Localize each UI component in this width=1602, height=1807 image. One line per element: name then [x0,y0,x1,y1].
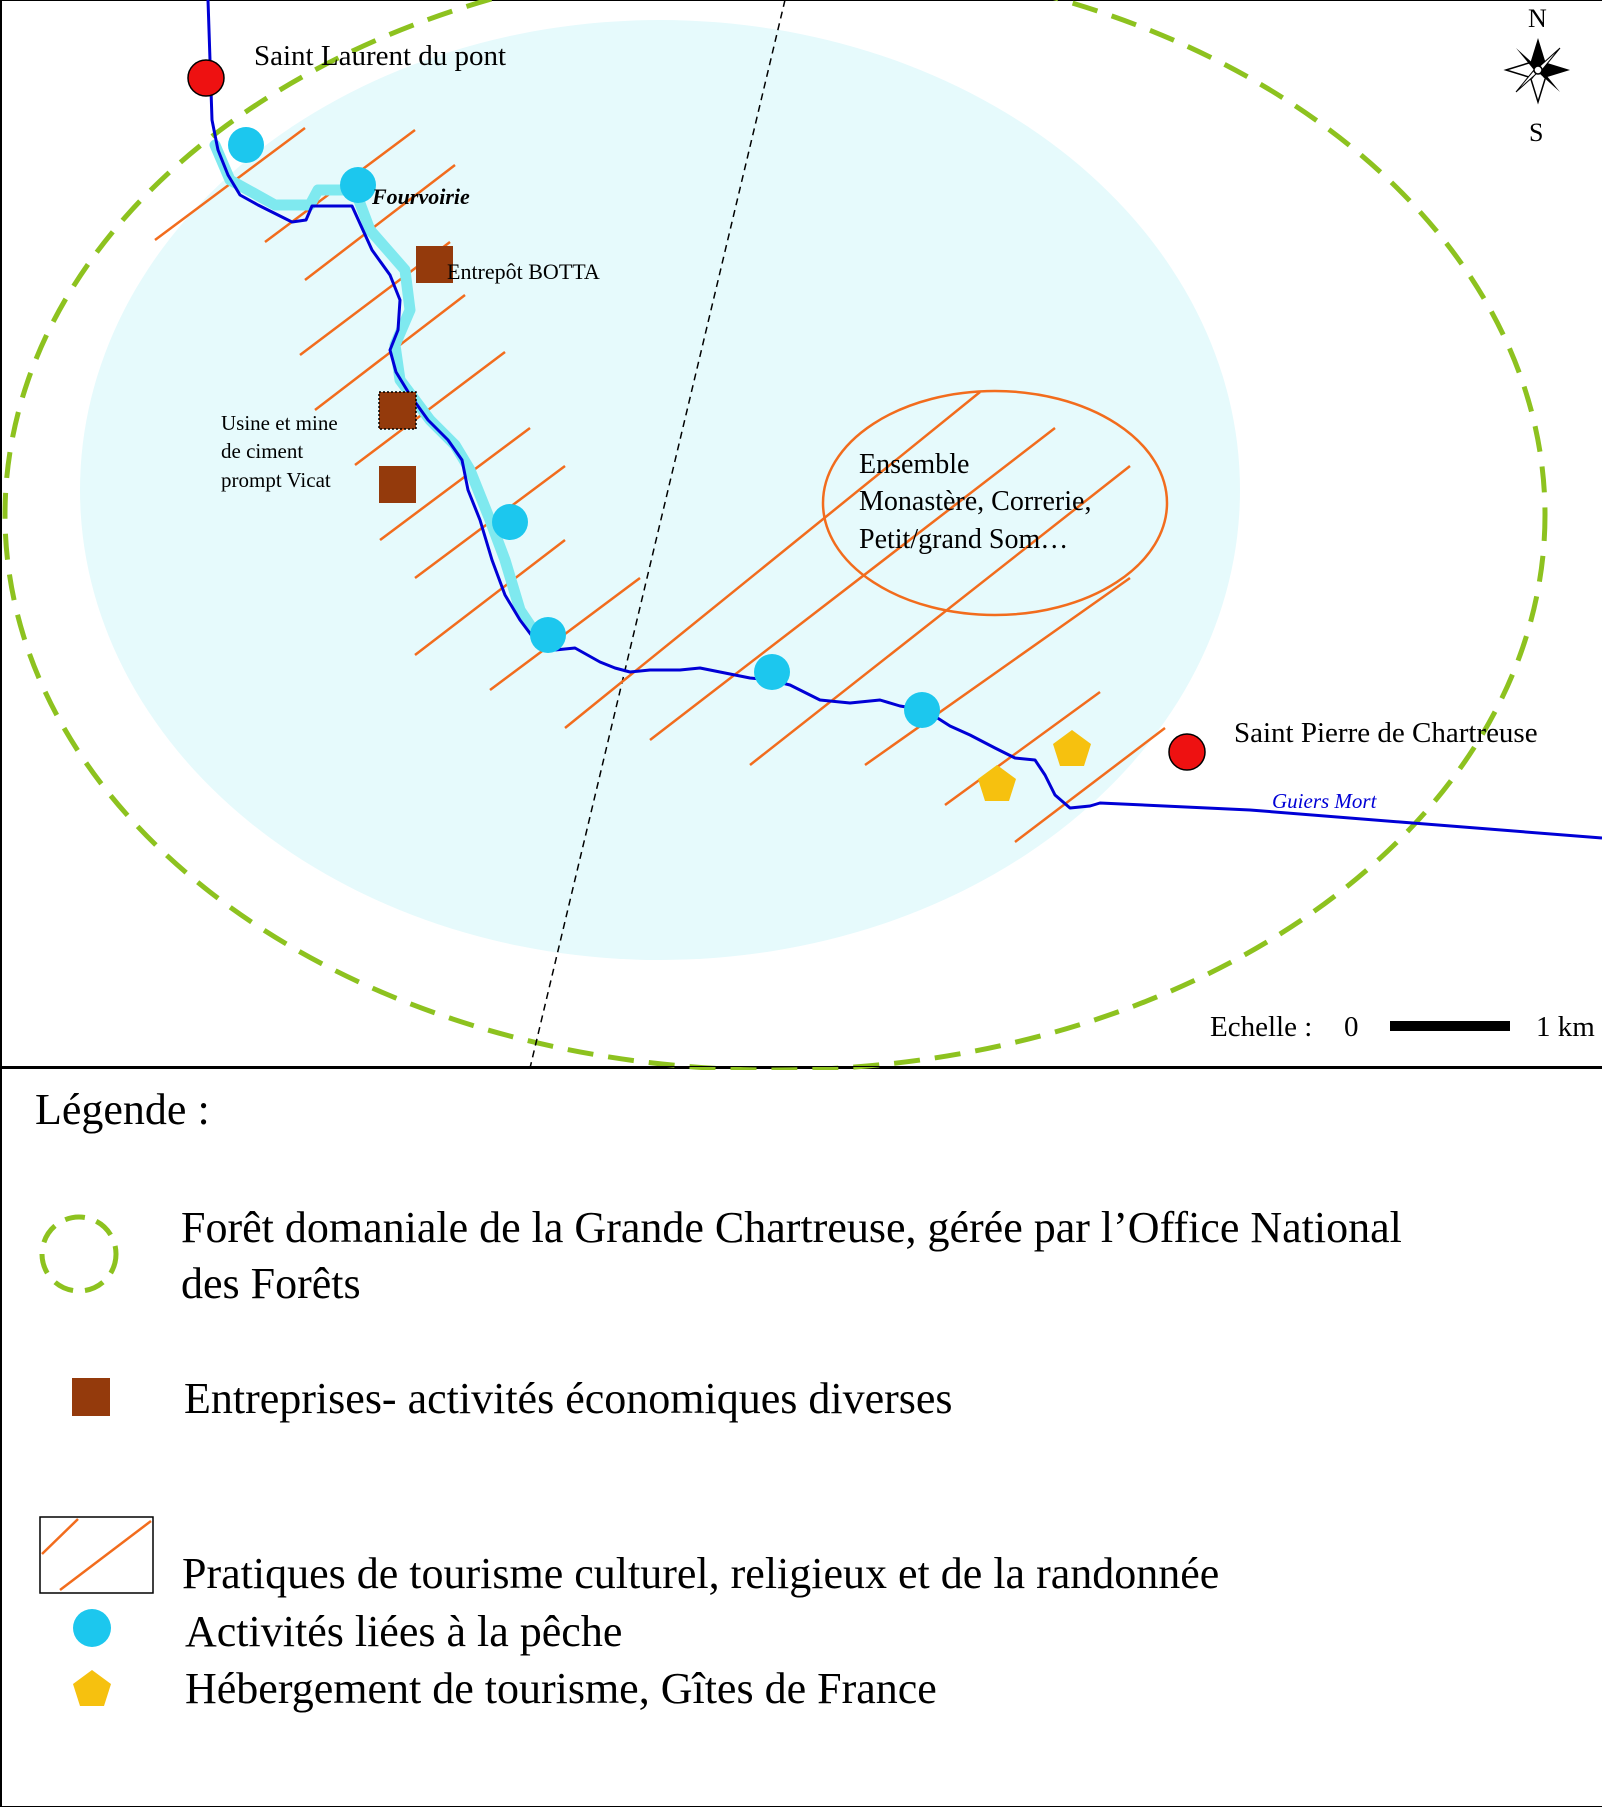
map-frame [0,0,1602,1069]
label-saint-laurent: Saint Laurent du pont [254,40,506,72]
label-river: Guiers Mort [1272,789,1378,813]
fishing-point [904,692,940,728]
scale-start: 0 [1344,1011,1359,1043]
label-ensemble-2: Monastère, Correrie, [859,486,1091,517]
legend-enterprise-symbol [72,1378,110,1416]
fishing-point [340,167,376,203]
legend-lodging-symbol [73,1670,111,1706]
label-entrepot: Entrepôt BOTTA [447,259,600,284]
legend-tourism-symbol [39,1516,154,1594]
scale-end: 1 km [1536,1011,1595,1043]
fishing-point [530,617,566,653]
map: Saint Laurent du pont Fourvoirie Entrepô… [0,0,1602,1070]
compass-south: S [1529,118,1543,147]
label-ensemble-1: Ensemble [859,449,969,480]
label-usine-1: Usine et mine [221,411,338,435]
legend-enterprise-text: Entreprises- activités économiques diver… [184,1374,953,1423]
legend-frame [0,1066,1602,1807]
legend-forest-text-1: Forêt domaniale de la Grande Chartreuse,… [181,1203,1402,1252]
legend-tourism-text: Pratiques de tourisme culturel, religieu… [182,1549,1219,1598]
label-usine-3: prompt Vicat [221,468,331,492]
lodging-point [978,765,1016,801]
lodging-point [1053,730,1091,766]
lodging-points [978,730,1091,801]
label-ensemble-3: Petit/grand Som… [859,524,1068,555]
fishing-point [228,127,264,163]
legend-fishing-text: Activités liées à la pêche [185,1607,622,1656]
scale-label: Echelle : [1210,1011,1312,1043]
fishing-points [228,127,940,728]
legend-title: Légende : [35,1085,210,1134]
scale-bar [1390,1021,1510,1031]
compass-icon [1503,38,1570,105]
boundary-line [529,0,786,1069]
label-usine-2: de ciment [221,439,303,463]
enterprise-entrepot [416,246,453,283]
label-fourvoirie: Fourvoirie [371,184,470,209]
legend-forest-symbol [39,1214,119,1294]
forest-boundary [2,0,1548,1070]
fishing-point [754,654,790,690]
enterprise-usine [379,466,416,503]
river-highlight [209,139,546,646]
label-saint-pierre: Saint Pierre de Chartreuse [1234,717,1538,749]
legend: Légende : Forêt domaniale de la Grande C… [0,1066,1602,1807]
town-saint-pierre [1168,733,1206,771]
legend-fishing-symbol [73,1609,111,1647]
enterprise-usine-dotted [378,391,417,430]
legend-forest-text-2: des Forêts [181,1259,361,1308]
fishing-point [492,504,528,540]
compass-north: N [1528,4,1547,33]
legend-lodging-text: Hébergement de tourisme, Gîtes de France [185,1664,937,1713]
ensemble-outline [821,389,1169,617]
town-saint-laurent [187,59,225,97]
